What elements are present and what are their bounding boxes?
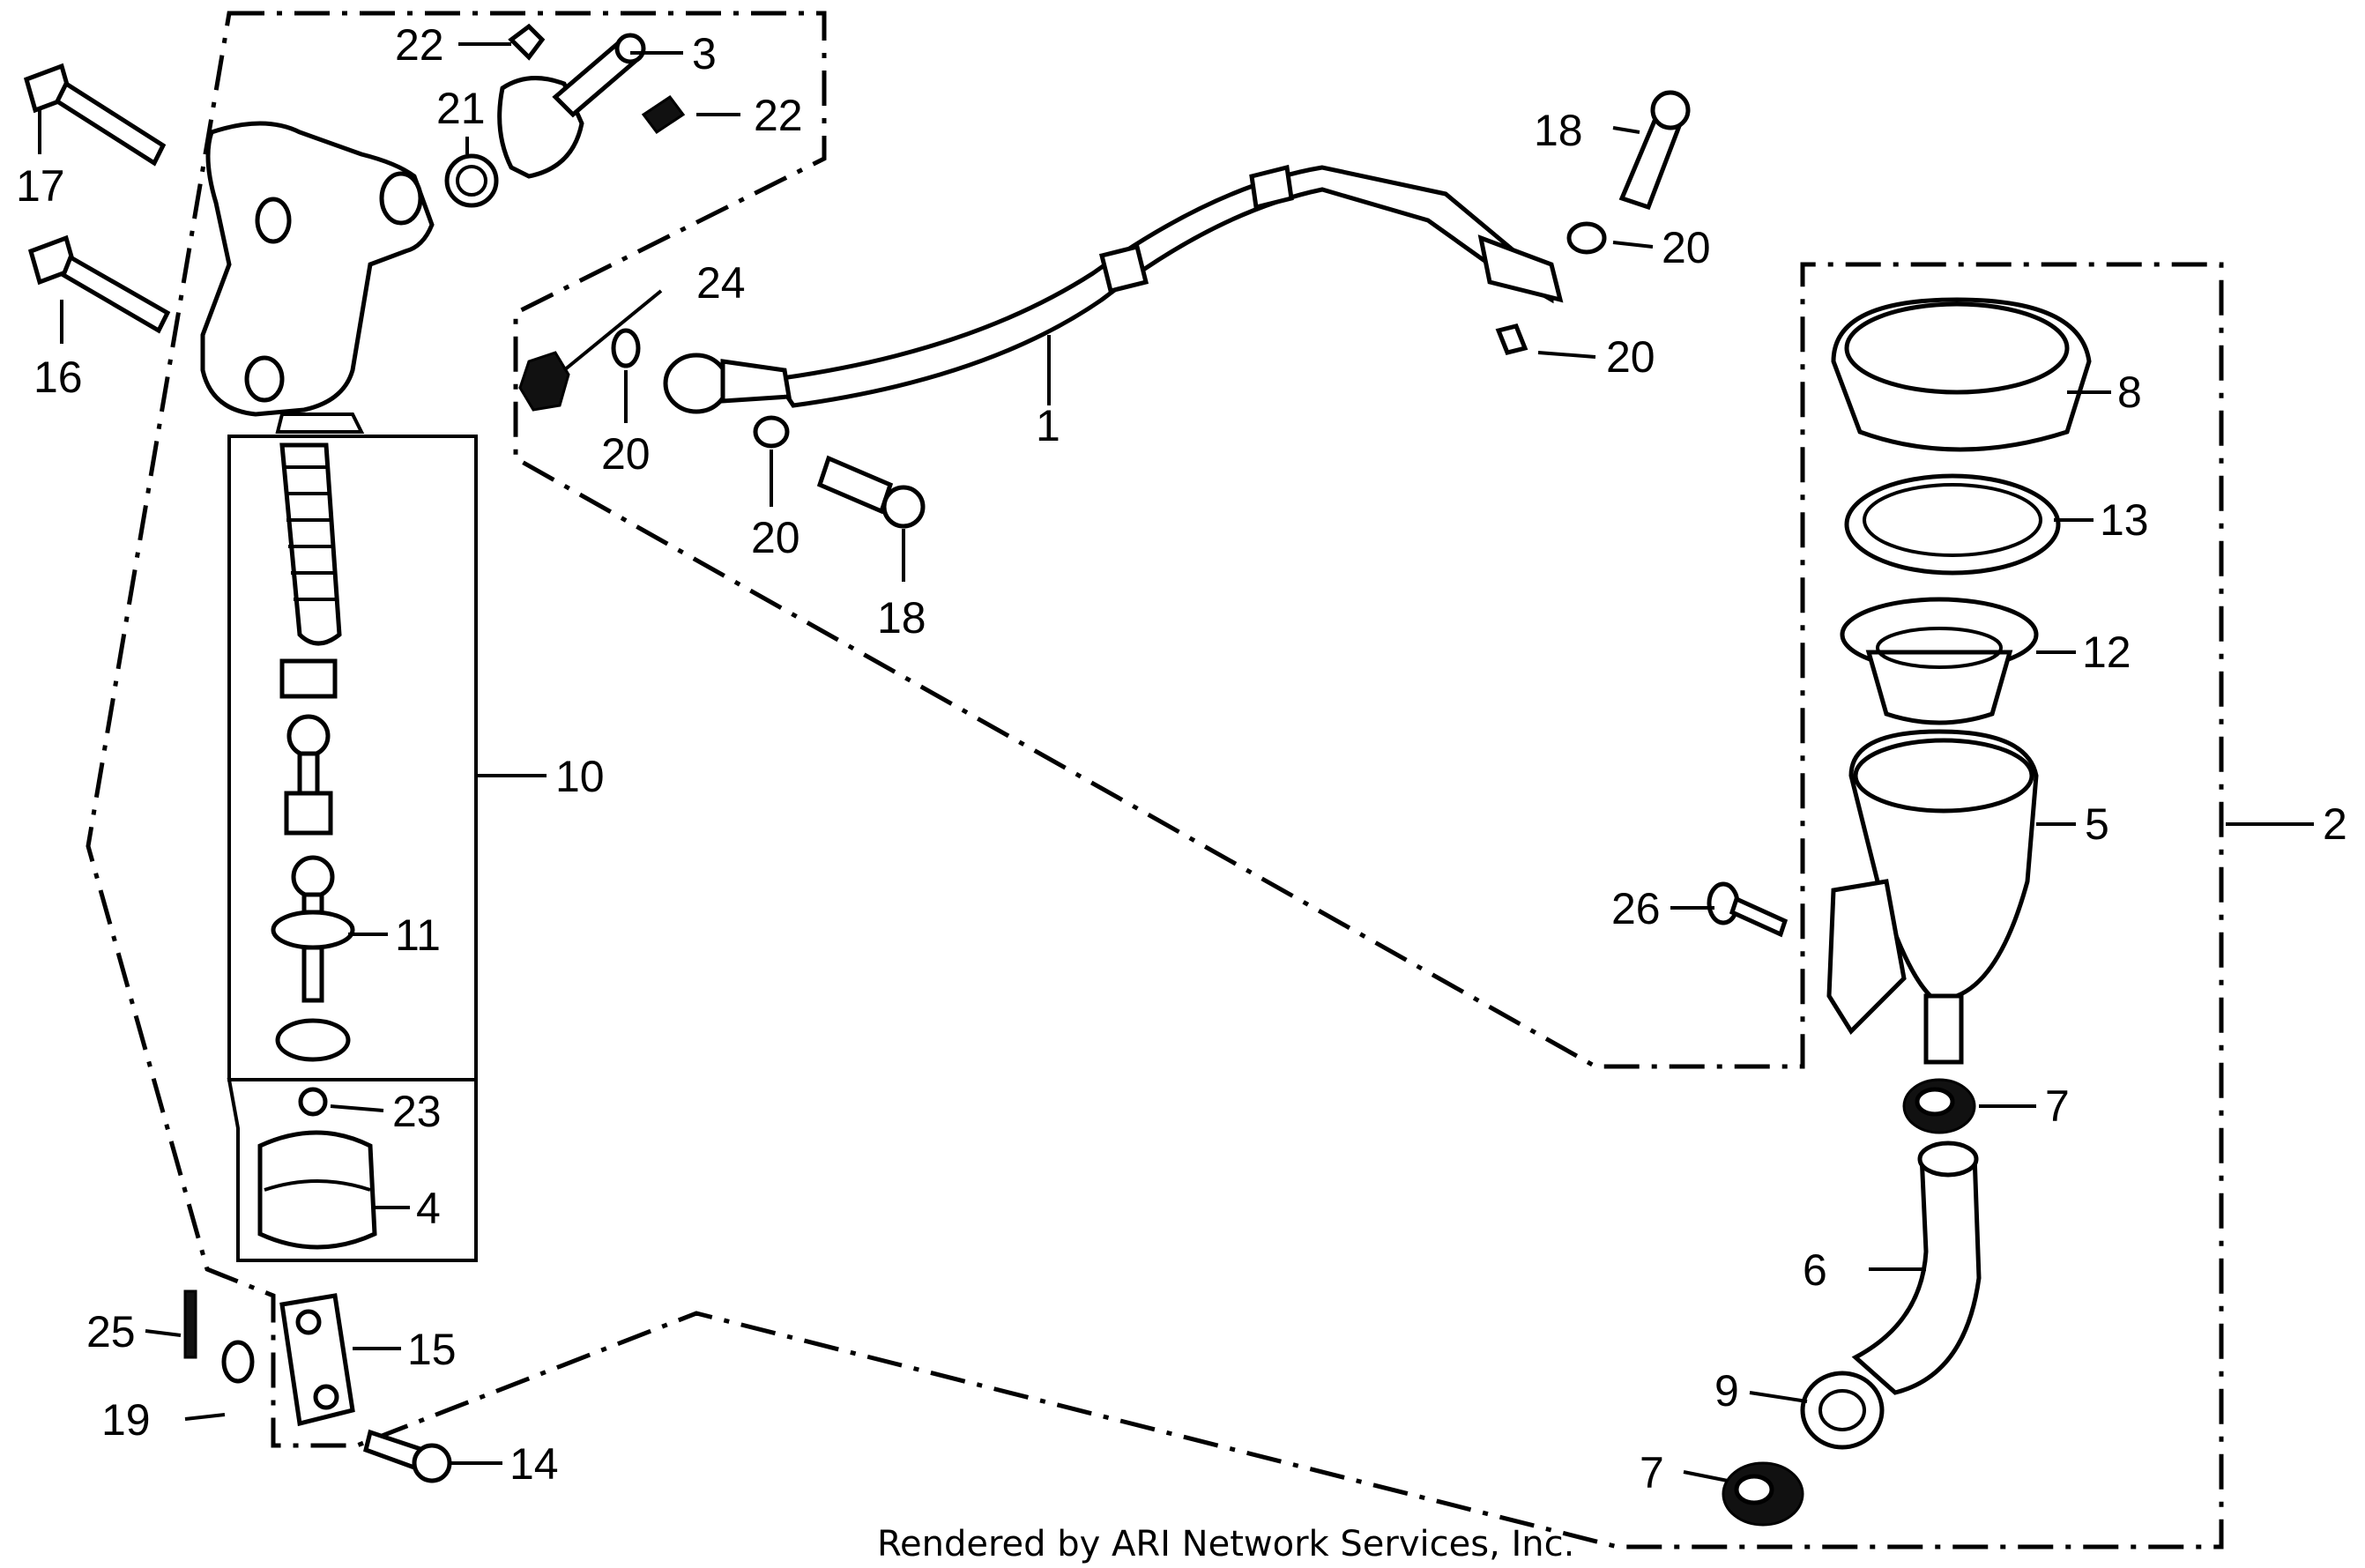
hose-1 <box>663 164 1564 414</box>
callout-18-lower: 18 <box>877 593 926 643</box>
callout-23: 23 <box>392 1087 442 1136</box>
callout-20-right-lower: 20 <box>1606 332 1655 382</box>
clamp-7-upper <box>1902 1078 1976 1134</box>
reservoir-joint-3 <box>497 33 646 179</box>
callout-22-right: 22 <box>754 91 803 140</box>
callout-7-upper: 7 <box>2045 1081 2070 1131</box>
callout-5: 5 <box>2085 799 2109 849</box>
bolt-14 <box>363 1429 452 1483</box>
callout-11: 11 <box>395 910 441 960</box>
bolts-18 <box>816 90 1691 529</box>
bolt-16 <box>27 234 171 334</box>
callout-24: 24 <box>696 258 746 308</box>
dust-boot <box>279 442 342 646</box>
leader-lines <box>38 42 2314 1483</box>
callout-8: 8 <box>2117 368 2142 417</box>
callout-labels: 1 2 3 4 5 6 7 7 8 9 10 11 12 13 14 15 16… <box>16 20 2347 1497</box>
callout-16: 16 <box>33 353 83 402</box>
callout-4: 4 <box>416 1184 441 1233</box>
diaphragm-12 <box>1840 597 2039 725</box>
callout-7-lower: 7 <box>1640 1448 1664 1497</box>
collar-9 <box>1800 1371 1885 1450</box>
bolt-17 <box>23 63 167 167</box>
plate-13 <box>1844 473 2061 576</box>
footer-credit: Rendered by ARI Network Services, Inc. <box>877 1524 1574 1564</box>
pin-25 <box>183 1289 197 1359</box>
washers-20 <box>611 221 1607 449</box>
callout-13: 13 <box>2100 495 2149 545</box>
reservoir-5 <box>1826 729 2039 1065</box>
bleeder-22-right <box>641 94 686 135</box>
clamp-7-lower <box>1722 1461 1804 1527</box>
callout-18-upper: 18 <box>1534 106 1583 155</box>
hose-6 <box>1851 1141 1982 1395</box>
callout-10: 10 <box>555 752 605 801</box>
cap-8 <box>1831 297 2092 452</box>
callout-3: 3 <box>692 29 717 78</box>
callout-21: 21 <box>436 84 486 133</box>
clevis-15 <box>279 1293 355 1427</box>
bleeder-22-top <box>508 23 546 61</box>
nut-19 <box>221 1340 255 1384</box>
callout-12: 12 <box>2082 628 2131 677</box>
callout-20-center: 20 <box>751 513 800 562</box>
callout-20-left: 20 <box>601 429 651 479</box>
callout-6: 6 <box>1803 1245 1827 1295</box>
callout-1: 1 <box>1036 401 1060 450</box>
callout-15: 15 <box>407 1325 457 1374</box>
callout-2: 2 <box>2323 799 2347 849</box>
screw-26 <box>1707 881 1789 938</box>
callout-9: 9 <box>1714 1366 1739 1416</box>
boot-4 <box>257 1130 377 1250</box>
assembly-outlines <box>86 11 2224 1549</box>
callout-25: 25 <box>86 1307 136 1356</box>
callout-19: 19 <box>101 1395 151 1445</box>
callout-20-right-upper: 20 <box>1662 223 1711 272</box>
o-ring-21 <box>444 153 499 208</box>
inner-boxes <box>227 435 478 1262</box>
master-cylinder-body <box>200 121 435 434</box>
piston-assembly <box>271 658 355 1117</box>
callout-22-top: 22 <box>395 20 444 70</box>
callout-17: 17 <box>16 161 65 211</box>
callout-26: 26 <box>1611 884 1661 933</box>
nut-24 <box>518 351 570 412</box>
callout-14: 14 <box>509 1439 559 1489</box>
